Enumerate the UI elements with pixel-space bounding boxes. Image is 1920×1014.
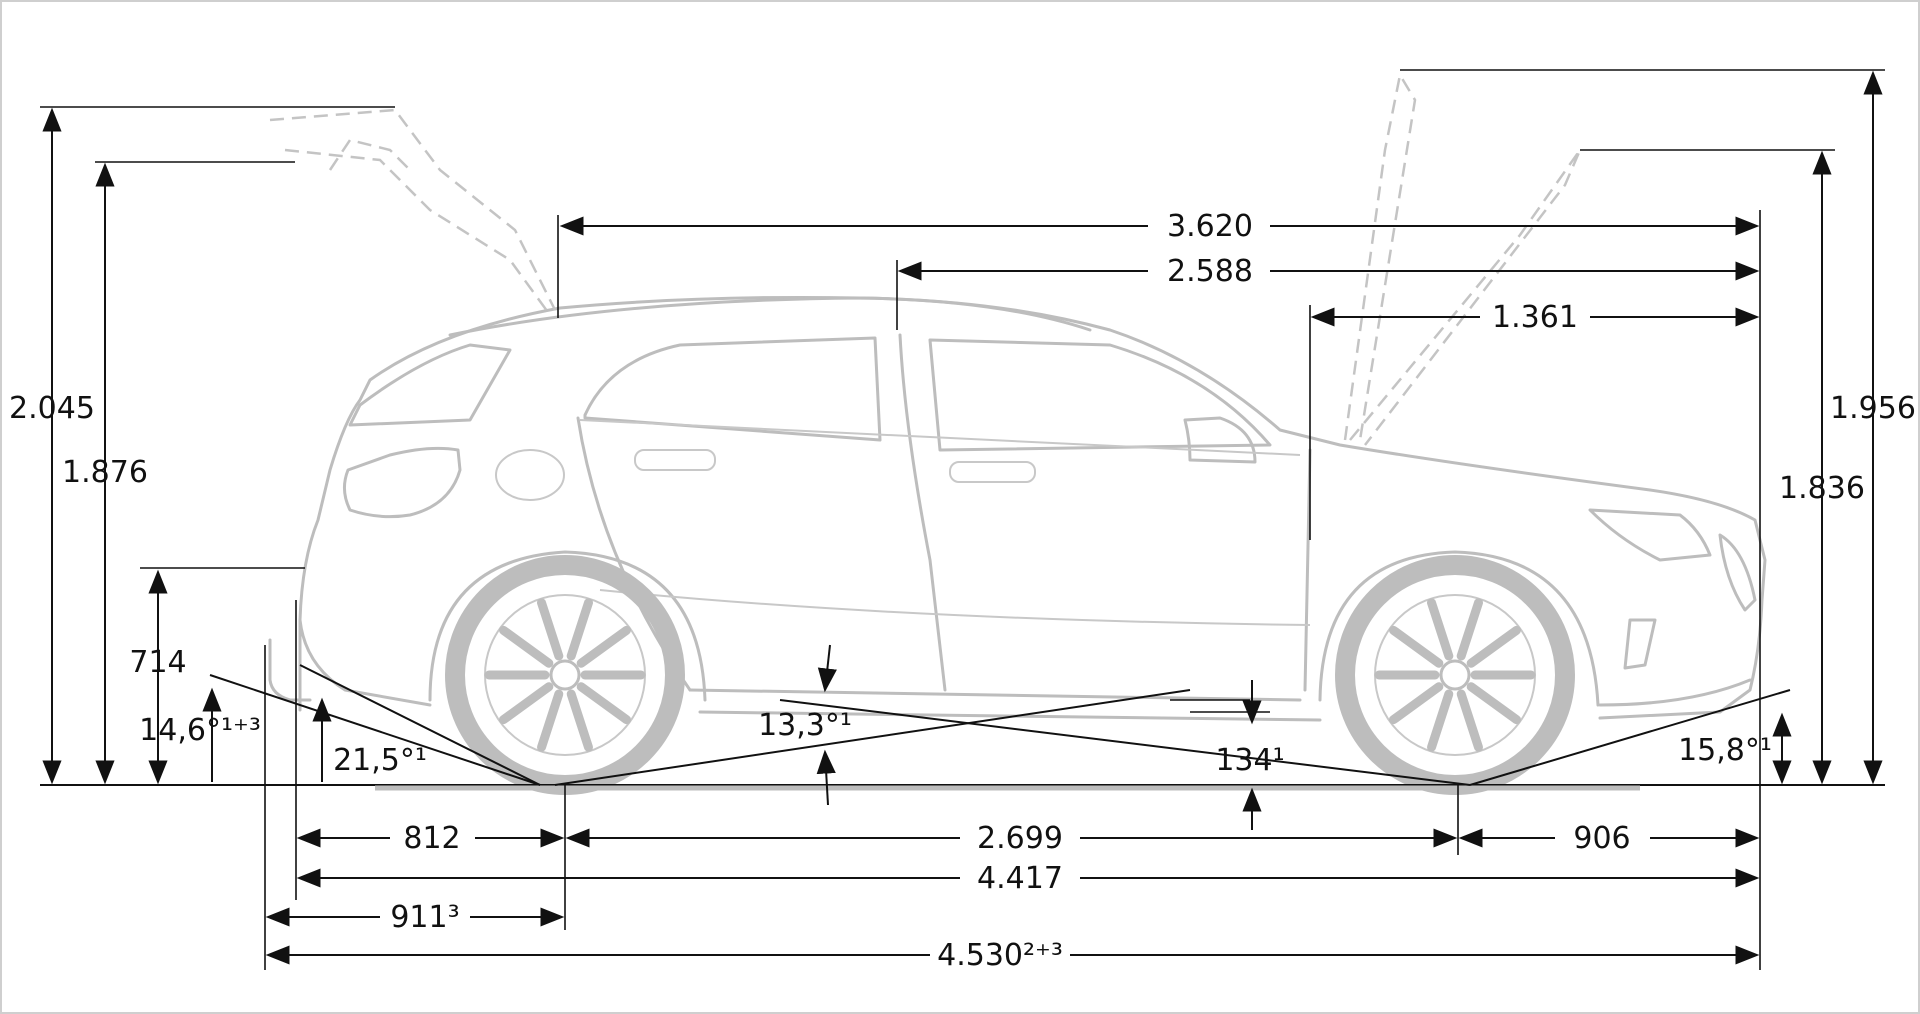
wheel-spoke <box>499 682 554 725</box>
label-breakover-angle: 13,3°¹ <box>758 708 852 743</box>
angle-lines <box>209 664 1791 786</box>
dimension-labels: 2.045 1.876 714 14,6°¹⁺³ 21,5°¹ 13,3°¹ 1… <box>9 209 1916 973</box>
wheel-spoke <box>576 625 631 668</box>
wheel-spoke <box>576 682 631 725</box>
label-length-bpillar: 2.588 <box>1167 254 1253 289</box>
wheel-spoke <box>1427 689 1454 752</box>
wheel-spoke <box>566 598 593 661</box>
wheel-spoke <box>537 689 564 752</box>
wheel-spoke <box>1389 625 1444 668</box>
label-length-tailgate: 3.620 <box>1167 209 1253 244</box>
label-departure-angle: 21,5°¹ <box>333 743 427 778</box>
open-tailgate <box>269 108 557 316</box>
wheel-spoke <box>1456 689 1483 752</box>
label-height-hood-mid: 1.836 <box>1779 471 1865 506</box>
label-length-towbar: 4.530²⁺³ <box>937 938 1063 973</box>
label-rear-loading-height: 714 <box>129 645 186 680</box>
wheel-spoke <box>1389 682 1444 725</box>
label-ground-clearance: 134¹ <box>1215 743 1284 778</box>
extension-lines <box>40 69 1885 970</box>
wheel-spokes <box>484 598 1536 752</box>
label-rear-overhang-angle: 14,6°¹⁺³ <box>139 713 261 748</box>
wheel-spoke <box>1466 625 1521 668</box>
label-wheelbase: 2.699 <box>977 821 1063 856</box>
wheel-spoke <box>1466 682 1521 725</box>
label-height-hatch-open: 2.045 <box>9 391 95 426</box>
wheel-spoke <box>1427 598 1454 661</box>
wheel-spoke <box>566 689 593 752</box>
wheel-spoke <box>499 625 554 668</box>
label-length-hood: 1.361 <box>1492 300 1578 335</box>
wheel-spoke <box>1456 598 1483 661</box>
label-height-hatch-mid: 1.876 <box>62 455 148 490</box>
label-rear-overhang-towbar: 911³ <box>390 900 459 935</box>
open-hood <box>1343 71 1582 446</box>
label-length: 4.417 <box>977 861 1063 896</box>
label-approach-angle: 15,8°¹ <box>1678 733 1772 768</box>
car-outline <box>268 295 1767 722</box>
label-height-hood-open: 1.956 <box>1830 391 1916 426</box>
label-rear-overhang: 812 <box>403 821 460 856</box>
dimension-arrows <box>42 70 1883 965</box>
label-front-overhang: 906 <box>1573 821 1630 856</box>
wheel-spoke <box>537 598 564 661</box>
